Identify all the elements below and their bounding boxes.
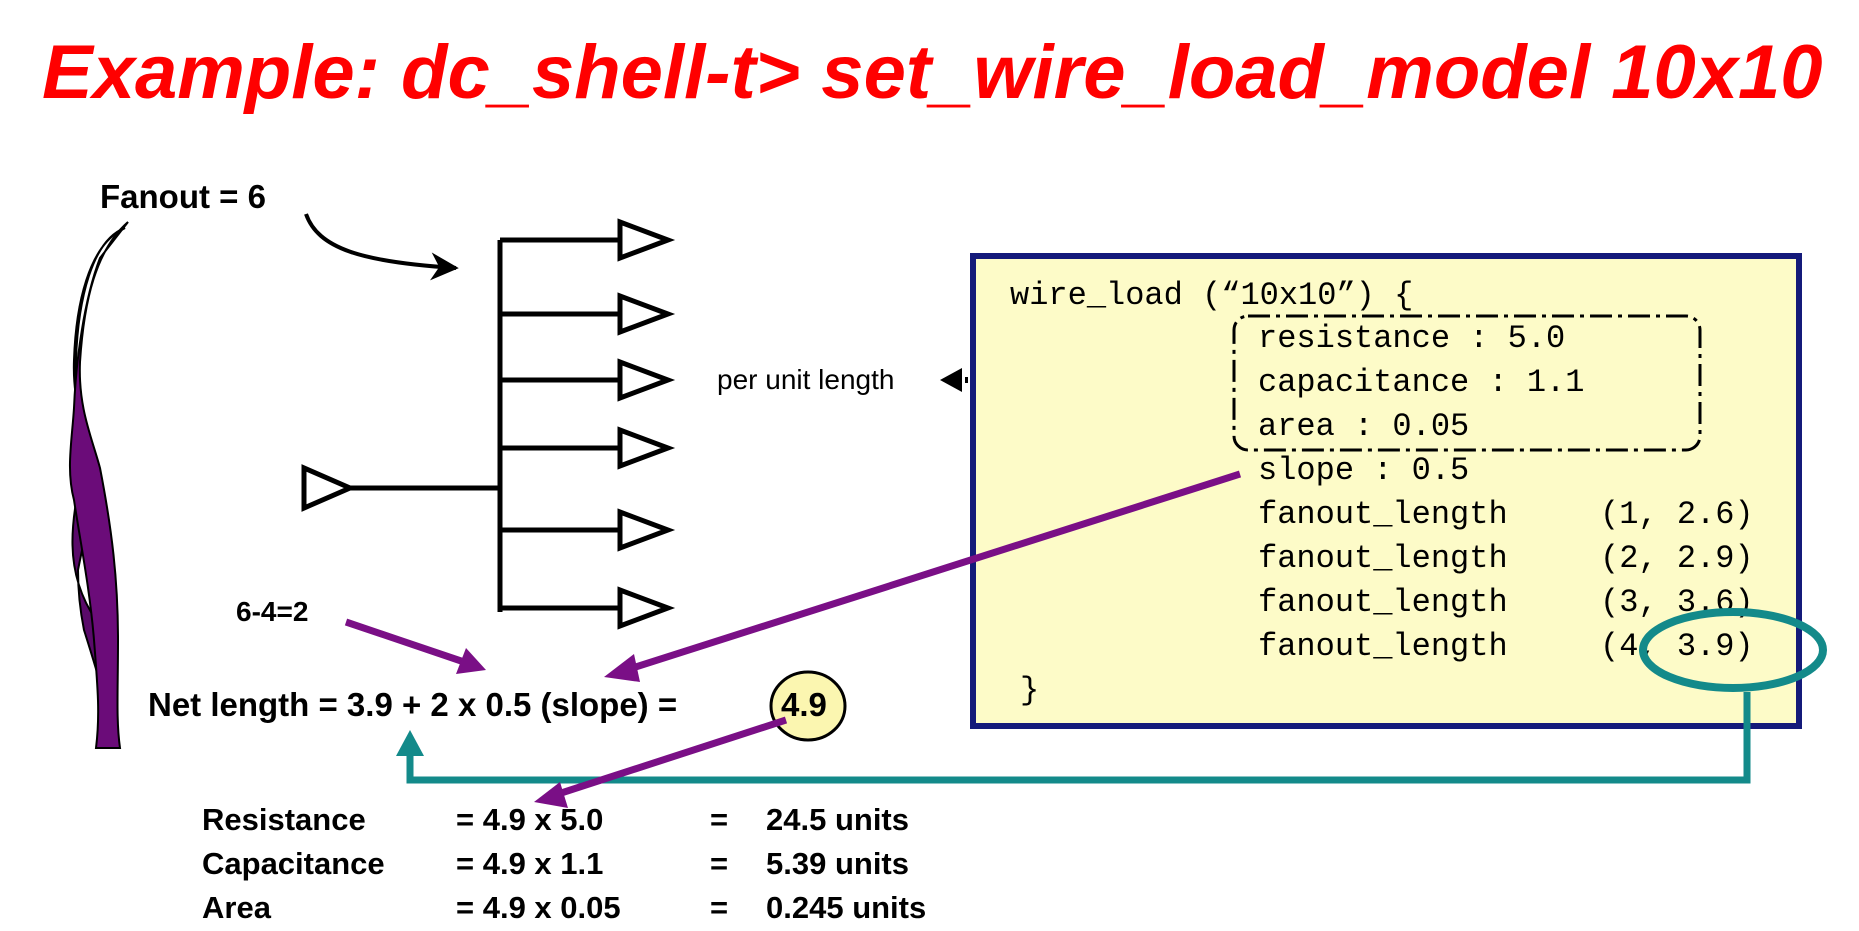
receiver-buffer: [617, 292, 676, 336]
page-title: Example: dc_shell-t> set_wire_load_model…: [42, 30, 1823, 115]
receiver-buffer: [617, 586, 676, 630]
wire-load-header: wire_load (“10x10”) {: [1010, 277, 1414, 314]
fanout-length-value: (2, 2.9): [1600, 540, 1754, 577]
slope-arrow: [618, 470, 1242, 676]
result-highlight-circle: [769, 670, 847, 742]
difference-label: 6-4=2: [236, 596, 309, 627]
driver-buffer: [301, 464, 357, 512]
net-length-expression: Net length = 3.9 + 2 x 0.5 (slope) =: [148, 686, 678, 723]
calc-expression: = 4.9 x 5.0: [456, 802, 604, 837]
slope-arrowhead: [604, 654, 640, 682]
fanout-length-key: fanout_length: [1258, 540, 1508, 577]
receiver-buffer: [617, 426, 676, 470]
receiver-buffer: [617, 508, 676, 552]
calc-result: 0.245 units: [766, 890, 927, 925]
calc-equals: =: [710, 802, 729, 837]
area-line: area : 0.05: [1258, 408, 1470, 445]
fanout-length-key: fanout_length: [1258, 628, 1508, 665]
calc-result: 24.5 units: [766, 802, 909, 837]
table-row: Capacitance = 4.9 x 1.1 = 5.39 units: [202, 842, 926, 886]
calc-label: Resistance: [202, 802, 366, 837]
fanout-length-value: (1, 2.6): [1600, 496, 1754, 533]
teal-connector-line: [406, 692, 1751, 784]
calc-equals: =: [710, 846, 729, 881]
resistance-line: resistance : 5.0: [1258, 320, 1566, 357]
slope-line: slope : 0.5: [1258, 452, 1470, 489]
calc-equals: =: [710, 890, 729, 925]
fanout-length-key: fanout_length: [1258, 496, 1508, 533]
per-unit-group-frame: [1232, 314, 1702, 452]
wire-load-box: wire_load (“10x10”) { resistance : 5.0 c…: [970, 253, 1802, 729]
fanout-length-key: fanout_length: [1258, 584, 1508, 621]
curved-arrow-body: [68, 221, 129, 749]
calc-expression: = 4.9 x 0.05: [456, 890, 621, 925]
calc-label: Area: [202, 890, 271, 925]
calc-expression: = 4.9 x 1.1: [456, 846, 604, 881]
fanout-pointer-arrow: [304, 213, 459, 281]
fanout-branches: [500, 218, 676, 630]
table-row: Resistance = 4.9 x 5.0 = 24.5 units: [202, 798, 926, 842]
result-arrowhead: [534, 782, 568, 808]
per-unit-label: per unit length: [717, 364, 895, 395]
capacitance-line: capacitance : 1.1: [1258, 364, 1585, 401]
receiver-buffer: [617, 358, 676, 402]
calc-result: 5.39 units: [766, 846, 909, 881]
calc-label: Capacitance: [202, 846, 385, 881]
receiver-buffer: [617, 218, 676, 262]
fanout-label: Fanout = 6: [100, 178, 266, 215]
table-row: Area = 4.9 x 0.05 = 0.245 units: [202, 886, 926, 930]
calculation-table: Resistance = 4.9 x 5.0 = 24.5 units Capa…: [202, 798, 926, 930]
teal-arrowhead: [396, 730, 424, 756]
wire-load-closing: }: [1020, 672, 1040, 709]
net-length-result: 4.9: [781, 686, 827, 723]
difference-arrowhead: [456, 648, 486, 674]
per-unit-arrowhead: [940, 368, 962, 392]
fanout-value-highlight: [1639, 608, 1827, 692]
difference-arrow: [344, 618, 472, 668]
result-arrow: [550, 716, 788, 800]
